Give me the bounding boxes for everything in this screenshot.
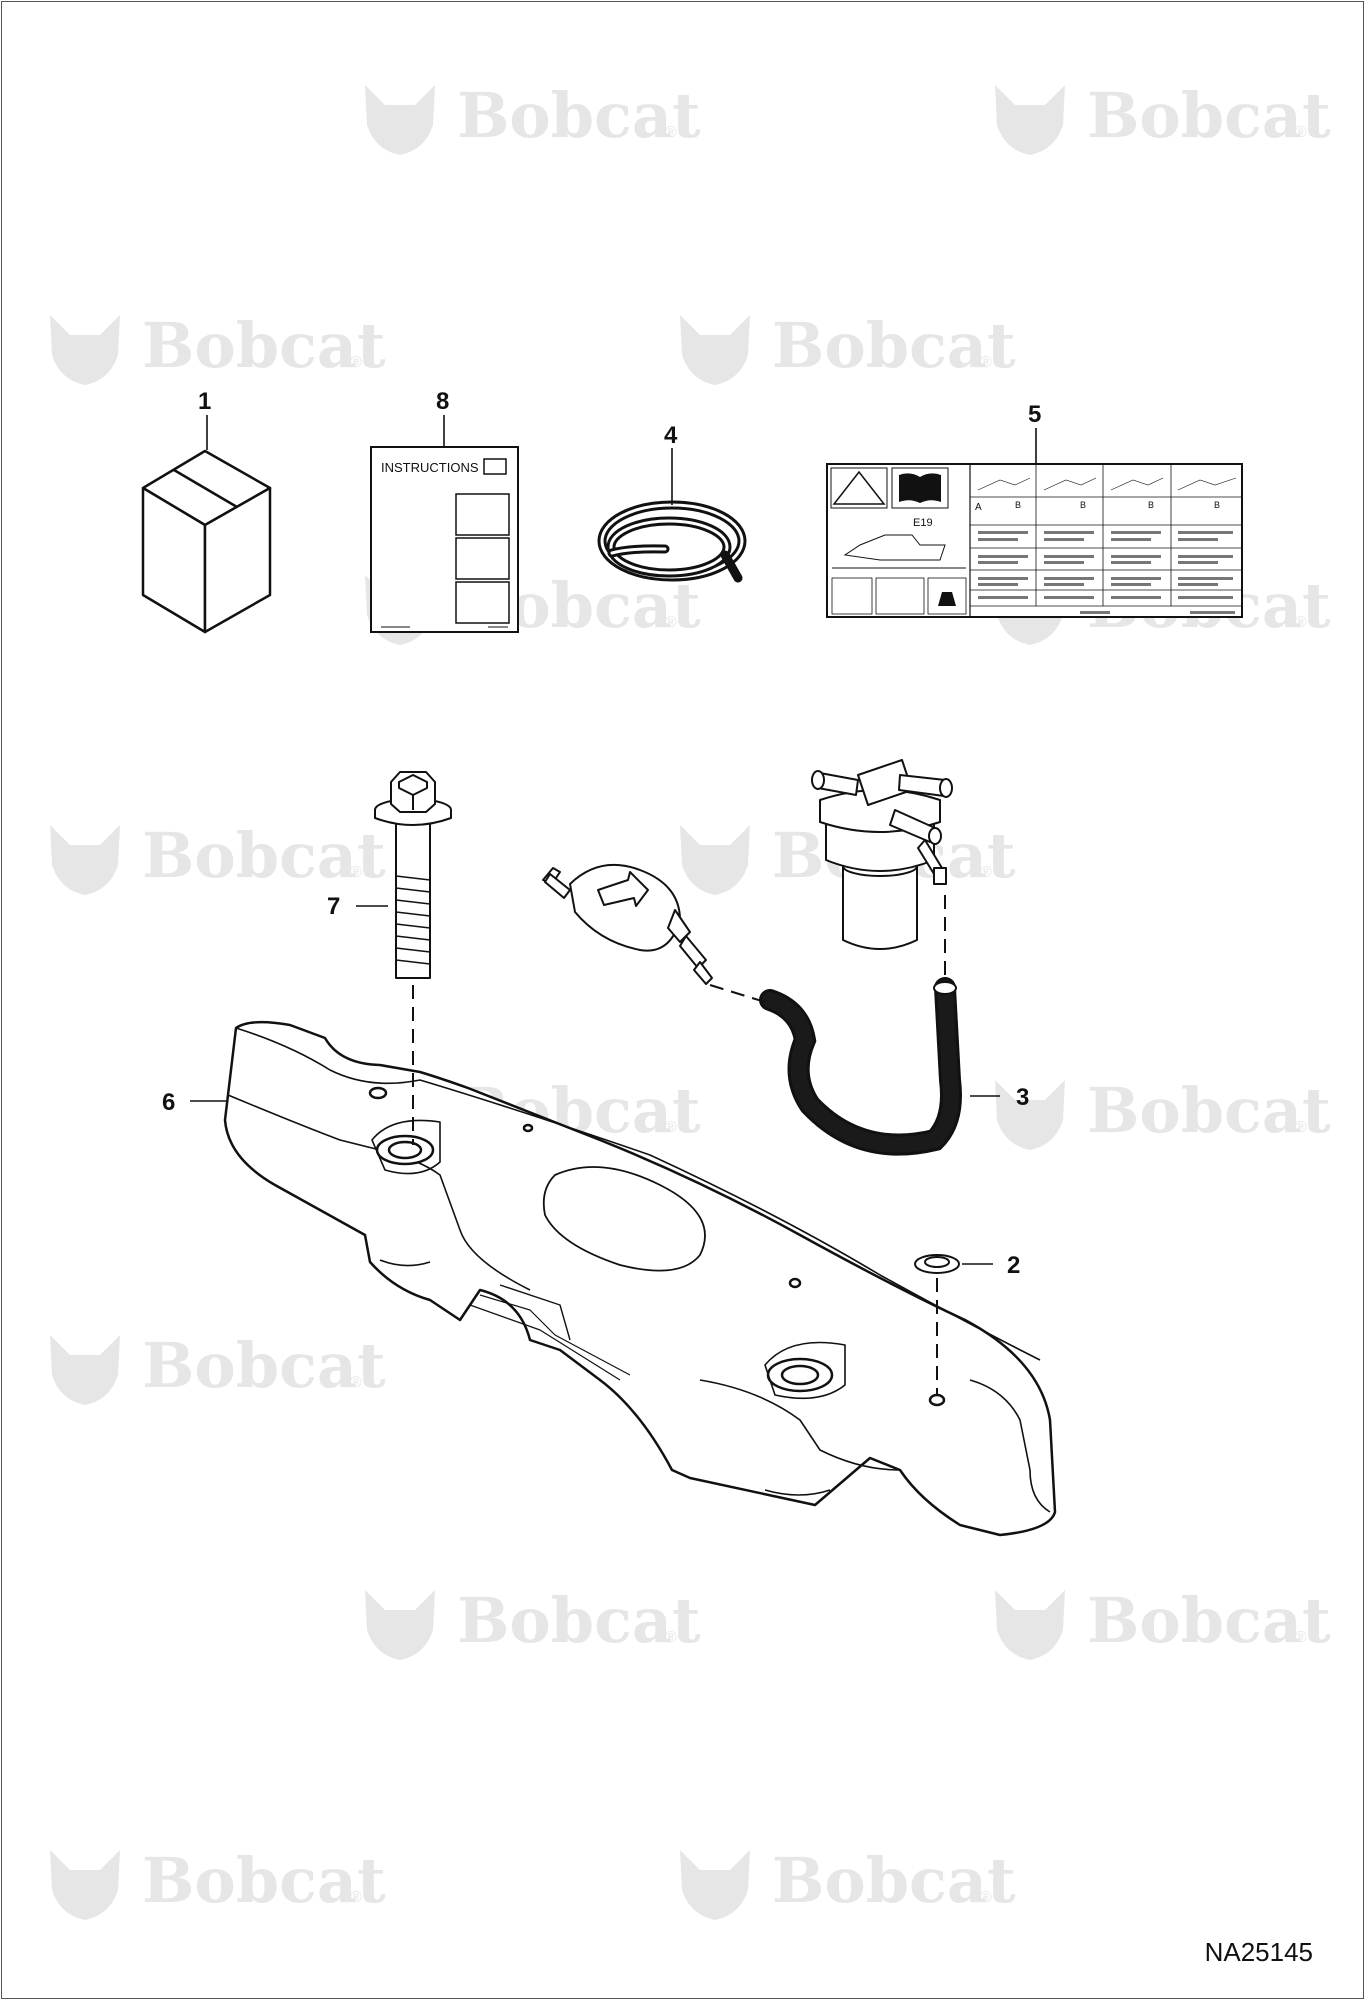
watermark-layer: Bobcat®Bobcat®Bobcat®Bobcat®Bobcat®Bobca…	[50, 79, 1331, 1920]
watermark-registered: ®	[350, 1889, 362, 1906]
primer-bulb	[542, 863, 713, 985]
watermark-15: Bobcat®	[50, 1844, 386, 1920]
watermark-registered: ®	[980, 864, 992, 881]
watermark-13: Bobcat®	[365, 1584, 701, 1660]
decal-model: E19	[913, 517, 933, 529]
watermark-registered: ®	[1295, 124, 1307, 141]
watermark-registered: ®	[350, 864, 362, 881]
watermark-2: Bobcat®	[995, 79, 1331, 155]
watermark-text: Bobcat	[772, 309, 1016, 382]
decal-b-1: B	[1015, 500, 1021, 510]
instructions-title: INSTRUCTIONS	[381, 460, 479, 475]
watermark-registered: ®	[1295, 1119, 1307, 1136]
watermark-registered: ®	[665, 124, 677, 141]
watermark-text: Bobcat	[1087, 79, 1331, 152]
watermark-text: Bobcat	[142, 1329, 386, 1402]
decal-b-2: B	[1080, 500, 1086, 510]
part-2-plug	[914, 1254, 960, 1274]
callout-5: 5	[1028, 401, 1041, 428]
watermark-registered: ®	[980, 354, 992, 371]
watermark-text: Bobcat	[142, 309, 386, 382]
callout-6: 6	[162, 1089, 175, 1116]
bobcat-logo-icon	[680, 825, 750, 895]
decal-column-a: A	[975, 502, 982, 513]
callout-3: 3	[1016, 1084, 1029, 1111]
bobcat-logo-icon	[50, 1335, 120, 1405]
callout-2: 2	[1007, 1252, 1020, 1279]
leader-lines	[190, 415, 1037, 1265]
drawing-id: NA25145	[1204, 1937, 1313, 1967]
decal-b-4: B	[1214, 500, 1220, 510]
callout-7: 7	[327, 893, 340, 920]
watermark-text: Bobcat	[457, 1584, 701, 1657]
callout-8: 8	[436, 388, 449, 415]
watermark-registered: ®	[665, 1629, 677, 1646]
watermark-16: Bobcat®	[680, 1844, 1016, 1920]
watermark-14: Bobcat®	[995, 1584, 1331, 1660]
bobcat-logo-icon	[50, 1850, 120, 1920]
bobcat-logo-icon	[680, 1850, 750, 1920]
watermark-registered: ®	[1295, 614, 1307, 631]
watermark-3: Bobcat®	[50, 309, 386, 385]
watermark-text: Bobcat	[772, 1844, 1016, 1917]
callouts: 1 8 4 5 7 6 3 2	[162, 388, 1041, 1279]
watermark-7: Bobcat®	[50, 819, 386, 895]
watermark-registered: ®	[1295, 1629, 1307, 1646]
watermark-1: Bobcat®	[365, 79, 701, 155]
bobcat-logo-icon	[365, 85, 435, 155]
callout-4: 4	[664, 422, 678, 449]
watermark-registered: ®	[665, 614, 677, 631]
part-3-hose	[759, 977, 962, 1156]
part-8-instructions-sheet: INSTRUCTIONS	[370, 446, 519, 633]
watermark-text: Bobcat	[142, 1844, 386, 1917]
watermark-4: Bobcat®	[680, 309, 1016, 385]
watermark-text: Bobcat	[1087, 1074, 1331, 1147]
part-5-decal: E19 A B B B	[826, 463, 1243, 618]
bobcat-logo-icon	[995, 85, 1065, 155]
bobcat-logo-icon	[50, 825, 120, 895]
watermark-registered: ®	[665, 1119, 677, 1136]
watermark-registered: ®	[350, 354, 362, 371]
part-7-bolt	[374, 771, 452, 979]
bobcat-logo-icon	[995, 1080, 1065, 1150]
bobcat-logo-icon	[995, 1590, 1065, 1660]
bobcat-logo-icon	[680, 315, 750, 385]
watermark-10: Bobcat®	[995, 1074, 1331, 1150]
watermark-registered: ®	[350, 1374, 362, 1391]
watermark-registered: ®	[980, 1889, 992, 1906]
watermark-11: Bobcat®	[50, 1329, 386, 1405]
part-6-fuel-tank	[223, 1020, 1057, 1537]
callout-1: 1	[198, 388, 211, 415]
watermark-text: Bobcat	[142, 819, 386, 892]
watermark-text: Bobcat	[1087, 1584, 1331, 1657]
fuel-filter	[811, 759, 953, 950]
assembly-lines	[412, 895, 946, 1395]
watermark-text: Bobcat	[457, 79, 701, 152]
bobcat-logo-icon	[50, 315, 120, 385]
decal-b-3: B	[1148, 500, 1154, 510]
part-1-box	[141, 449, 272, 634]
bobcat-logo-icon	[365, 1590, 435, 1660]
